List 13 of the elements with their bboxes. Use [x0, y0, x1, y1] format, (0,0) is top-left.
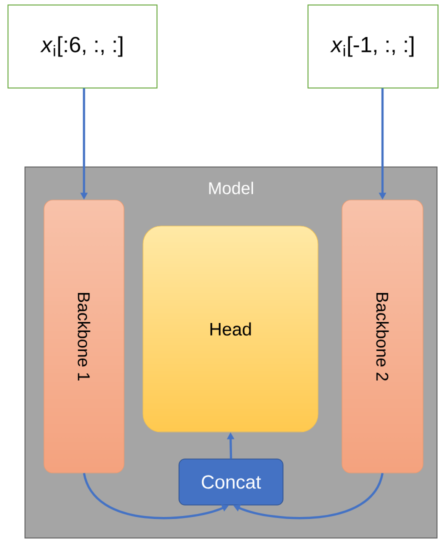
node-label: x$_{i}$[-1, :, :] — [330, 36, 414, 57]
panel-title: Model — [209, 182, 253, 194]
node-label: Head — [210, 322, 251, 336]
input-box — [308, 4, 438, 88]
node-label: Concat — [202, 475, 261, 489]
node-label: Backbone 1 — [78, 293, 90, 381]
head-box — [142, 226, 318, 432]
node-label: x$_{i}$[:6, :, :] — [40, 36, 122, 57]
backbone-box — [44, 200, 124, 474]
input-box — [8, 4, 158, 88]
concat-box — [178, 458, 284, 506]
backbone-box — [342, 200, 424, 474]
node-label: Backbone 2 — [376, 293, 389, 380]
